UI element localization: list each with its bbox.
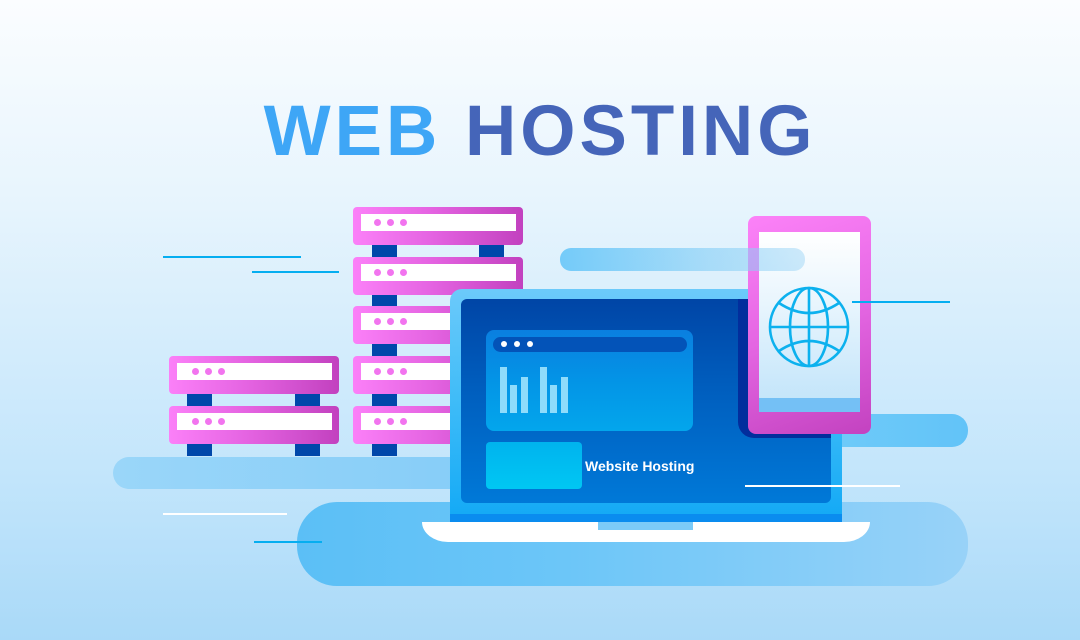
- server-led: [374, 318, 381, 325]
- server-led: [387, 368, 394, 375]
- server-icon: [353, 257, 523, 295]
- server-slot: [361, 214, 516, 231]
- globe-icon: [768, 286, 850, 368]
- background-band-left: [113, 457, 473, 489]
- content-card: [486, 442, 582, 489]
- decor-line: [163, 256, 301, 258]
- background-band-top: [560, 248, 805, 271]
- chart-bar: [550, 385, 557, 413]
- server-slot: [361, 264, 516, 281]
- server-leg: [187, 394, 212, 406]
- decor-line: [745, 485, 900, 487]
- server-leg: [295, 394, 320, 406]
- server-led: [400, 219, 407, 226]
- laptop-base: [422, 522, 870, 542]
- hero-title-web: WEB: [263, 92, 442, 171]
- server-leg: [372, 245, 397, 257]
- laptop-notch: [598, 522, 693, 530]
- server-led: [400, 368, 407, 375]
- server-icon: [169, 406, 339, 444]
- decor-line: [163, 513, 287, 515]
- server-leg: [372, 344, 397, 356]
- server-led: [387, 269, 394, 276]
- server-led: [387, 318, 394, 325]
- server-leg: [187, 444, 212, 456]
- server-leg: [372, 444, 397, 456]
- chart-bar: [561, 377, 568, 413]
- hero-title: WEB HOSTING: [0, 96, 1080, 167]
- window-control-dot: [514, 341, 520, 347]
- server-led: [218, 368, 225, 375]
- server-led: [387, 219, 394, 226]
- chart-bar: [500, 367, 507, 413]
- phone-bottom-bar: [759, 398, 860, 412]
- window-control-dot: [527, 341, 533, 347]
- server-led: [374, 418, 381, 425]
- website-hosting-label: Website Hosting: [585, 458, 695, 474]
- server-led: [205, 368, 212, 375]
- server-led: [218, 418, 225, 425]
- server-slot: [177, 363, 332, 380]
- server-led: [192, 418, 199, 425]
- server-leg: [479, 245, 504, 257]
- server-led: [387, 418, 394, 425]
- server-led: [374, 368, 381, 375]
- server-led: [374, 269, 381, 276]
- server-led: [400, 269, 407, 276]
- decor-line: [252, 271, 339, 273]
- server-led: [400, 318, 407, 325]
- server-led: [205, 418, 212, 425]
- laptop-bezel-bottom: [450, 514, 842, 522]
- server-slot: [177, 413, 332, 430]
- hero-title-hosting: HOSTING: [464, 92, 817, 171]
- browser-title-bar: [493, 337, 687, 352]
- server-led: [400, 418, 407, 425]
- chart-bar: [521, 377, 528, 413]
- decor-line: [852, 301, 950, 303]
- server-led: [374, 219, 381, 226]
- server-led: [192, 368, 199, 375]
- server-leg: [372, 295, 397, 307]
- server-icon: [353, 207, 523, 245]
- server-icon: [169, 356, 339, 394]
- server-leg: [372, 394, 397, 406]
- chart-bar: [540, 367, 547, 413]
- server-leg: [295, 444, 320, 456]
- decor-line: [254, 541, 322, 543]
- chart-bar: [510, 385, 517, 413]
- window-control-dot: [501, 341, 507, 347]
